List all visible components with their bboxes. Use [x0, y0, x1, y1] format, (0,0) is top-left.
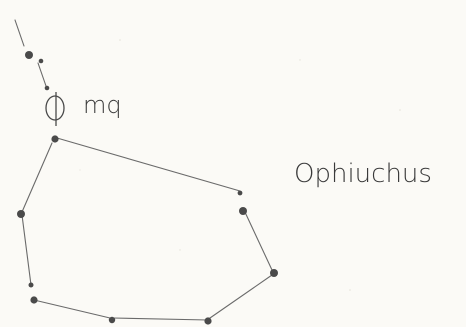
line-left-upper [22, 143, 52, 212]
star [17, 210, 25, 218]
star [204, 317, 211, 324]
constellation-lines [15, 20, 272, 320]
line-tail-dash [38, 63, 46, 86]
star [45, 86, 50, 91]
star [39, 59, 44, 64]
line-left-lower [22, 215, 31, 285]
star [29, 283, 34, 288]
star [238, 191, 243, 196]
star [25, 51, 33, 59]
line-bottom-left [34, 300, 110, 318]
line-right-lower [210, 275, 272, 318]
star [30, 296, 37, 303]
line-top [57, 138, 240, 191]
phi-symbol-icon [46, 92, 64, 126]
star [109, 317, 115, 323]
line-right-upper [244, 210, 272, 270]
star [51, 135, 58, 142]
line-bottom [113, 318, 208, 320]
line-top-tail [15, 20, 24, 46]
star [270, 269, 278, 277]
constellation-name-label: Ophiuchus [294, 159, 432, 189]
star [239, 207, 247, 215]
marker-label: mq [83, 91, 122, 119]
